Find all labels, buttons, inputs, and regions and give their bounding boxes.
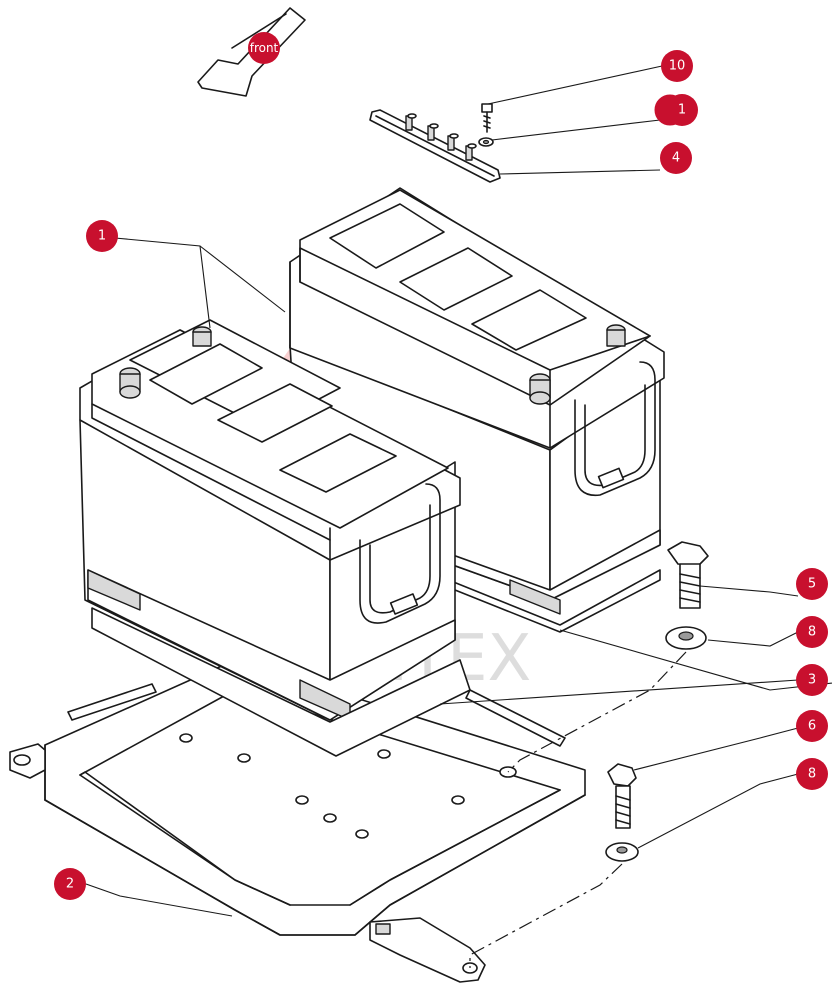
callout-6[interactable]: 6	[796, 710, 828, 742]
callout-1-top-label: 1	[678, 103, 686, 118]
callout-1-top[interactable]: 1	[654, 94, 698, 126]
callout-2-label: 2	[66, 877, 74, 892]
front-label-text: front	[250, 41, 279, 55]
front-label-badge: front	[248, 32, 280, 64]
callout-6-label: 6	[808, 719, 816, 734]
callout-8-upper[interactable]: 8	[796, 616, 828, 648]
callout-8-lower[interactable]: 8	[796, 758, 828, 790]
tray-mounting-foot	[369, 917, 486, 983]
callout-1-left[interactable]: 1	[86, 220, 118, 252]
hex-bolt-small	[607, 763, 637, 829]
callout-10-label: 10	[669, 59, 686, 74]
clamp-screw	[481, 103, 493, 133]
cable-clamp-bar	[369, 109, 501, 183]
callout-4[interactable]: 4	[660, 142, 692, 174]
washer-large	[665, 626, 707, 650]
hex-bolt-large	[667, 541, 709, 609]
callout-8-lower-label: 8	[808, 767, 816, 782]
rear-battery-terminal	[529, 324, 626, 405]
callout-3-label: 3	[808, 673, 816, 688]
callout-8-upper-label: 8	[808, 625, 816, 640]
callout-4-label: 4	[672, 151, 680, 166]
callout-2[interactable]: 2	[54, 868, 86, 900]
leader-lines	[85, 65, 832, 917]
centerline-rear	[507, 651, 687, 773]
callout-5[interactable]: 5	[796, 568, 828, 600]
clamp-washer-hole	[482, 139, 490, 145]
battery-front	[79, 319, 471, 757]
callout-1-left-label: 1	[98, 229, 106, 244]
front-battery-terminal	[119, 326, 212, 399]
washer-small	[605, 842, 639, 862]
battery-tray	[9, 659, 586, 936]
centerline-front	[469, 863, 623, 968]
callout-5-label: 5	[808, 577, 816, 592]
callout-10[interactable]: 10	[661, 50, 693, 82]
callout-3[interactable]: 3	[796, 664, 828, 696]
